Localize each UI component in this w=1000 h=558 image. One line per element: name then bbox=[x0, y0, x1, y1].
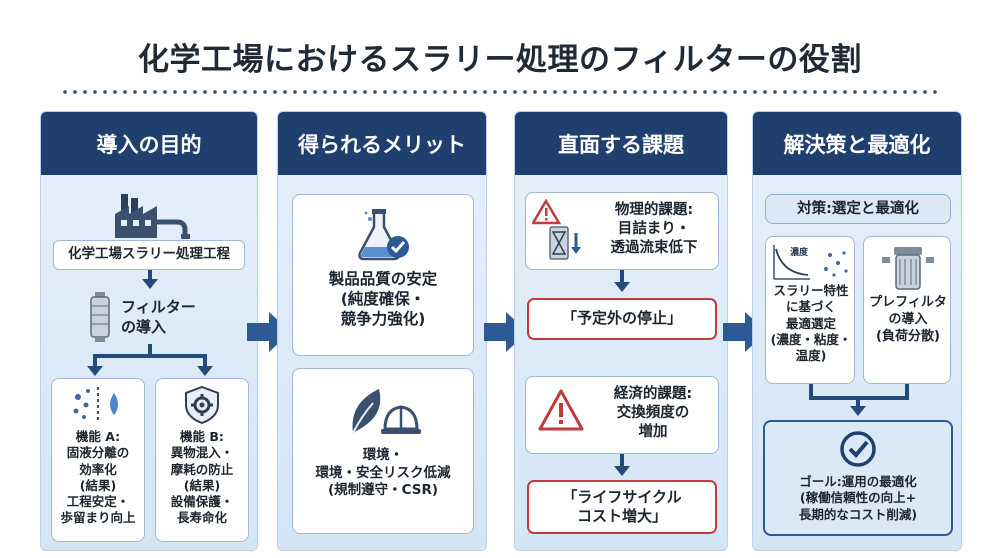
connector bbox=[620, 270, 624, 284]
column-purpose: 導入の目的 化学工場スラリー処理工程 フィルター の導入 bbox=[40, 111, 258, 551]
function-b-card: 機能 B: 異物混入・ 摩耗の防止 (結果) 設備保護・ 長寿命化 bbox=[155, 378, 249, 542]
prefilter-card: プレフィルタ の導入 (負荷分散) bbox=[863, 236, 951, 384]
factory-icon bbox=[115, 194, 190, 239]
connector bbox=[809, 384, 813, 398]
particles-droplet-icon bbox=[73, 387, 118, 421]
down-arrow bbox=[87, 366, 103, 376]
environment-text: 環境・ 環境・安全リスク低減 (規制遵守・CSR) bbox=[315, 447, 451, 499]
down-arrow bbox=[614, 466, 630, 476]
physical-issue-text: 物理的課題: 目詰まり・ 透過流束低下 bbox=[610, 202, 698, 256]
measure-banner: 対策:選定と最適化 bbox=[765, 194, 951, 224]
column-merits: 得られるメリット 製品品質の安定 (純度確保・ 競争力強化) 環境・ 環境・安全… bbox=[277, 111, 487, 551]
column-solution: 解決策と最適化 対策:選定と最適化 濃度 スラリー特性 に基づく 最適選定 (濃… bbox=[752, 111, 962, 551]
selection-card: 濃度 スラリー特性 に基づく 最適選定 (濃度・粘度・ 温度) bbox=[765, 236, 855, 384]
environment-card: 環境・ 環境・安全リスク低減 (規制遵守・CSR) bbox=[292, 368, 474, 534]
check-circle-icon bbox=[840, 431, 876, 467]
down-arrow bbox=[850, 406, 866, 416]
leaf-helmet-icon bbox=[352, 389, 421, 434]
process-card: 化学工場スラリー処理工程 bbox=[53, 240, 245, 270]
shield-gear-icon bbox=[185, 385, 219, 425]
connector bbox=[93, 354, 97, 368]
unplanned-stop-card: 「予定外の停止」 bbox=[527, 298, 717, 340]
warning-filter-icon bbox=[532, 199, 581, 260]
connector bbox=[620, 454, 624, 468]
connector bbox=[905, 384, 909, 398]
column-header-solution: 解決策と最適化 bbox=[753, 112, 961, 175]
graph-label: 濃度 bbox=[790, 248, 809, 258]
selection-text: スラリー特性 に基づく 最適選定 (濃度・粘度・ 温度) bbox=[770, 283, 852, 363]
function-a-text: 機能 A: 固液分離の 効率化 (結果) 工程安定・ 歩留まり向上 bbox=[60, 429, 136, 526]
connector bbox=[148, 270, 152, 280]
lifecycle-cost-card: 「ライフサイクル コスト増大」 bbox=[527, 480, 717, 534]
prefilter-icon bbox=[882, 247, 934, 290]
connector bbox=[203, 354, 207, 368]
page-title: 化学工場におけるスラリー処理のフィルターの役割 bbox=[138, 42, 862, 78]
warning-icon bbox=[538, 389, 584, 431]
connector bbox=[856, 396, 860, 408]
concentration-graph-icon bbox=[773, 245, 848, 280]
quality-card: 製品品質の安定 (純度確保・ 競争力強化) bbox=[292, 194, 474, 356]
column-header-issues: 直面する課題 bbox=[515, 112, 727, 175]
cartridge-filter-icon bbox=[90, 292, 110, 342]
function-a-card: 機能 A: 固液分離の 効率化 (結果) 工程安定・ 歩留まり向上 bbox=[51, 378, 145, 542]
connector bbox=[93, 354, 207, 358]
column-header-purpose: 導入の目的 bbox=[41, 112, 257, 175]
quality-text: 製品品質の安定 (純度確保・ 競争力強化) bbox=[328, 270, 438, 329]
goal-text: ゴール:運用の最適化 (稼働信頼性の向上+ 長期的なコスト削減) bbox=[798, 474, 918, 522]
dotted-divider bbox=[60, 90, 940, 94]
economic-issue-card: 経済的課題: 交換頻度の 増加 bbox=[525, 376, 719, 454]
down-arrow bbox=[142, 279, 158, 289]
down-arrow bbox=[197, 366, 213, 376]
connector bbox=[148, 344, 152, 356]
measure-text: 対策:選定と最適化 bbox=[797, 200, 919, 217]
flask-check-icon bbox=[358, 209, 409, 261]
physical-issue-card: 物理的課題: 目詰まり・ 透過流束低下 bbox=[525, 192, 719, 270]
economic-issue-text: 経済的課題: 交換頻度の 増加 bbox=[613, 386, 693, 440]
column-header-merits: 得られるメリット bbox=[278, 112, 486, 175]
column-issues: 直面する課題 物理的課題: 目詰まり・ 透過流束低下 「予定外の停止」 経済的課… bbox=[514, 111, 728, 551]
function-b-text: 機能 B: 異物混入・ 摩耗の防止 (結果) 設備保護・ 長寿命化 bbox=[170, 429, 234, 526]
prefilter-text: プレフィルタ の導入 (負荷分散) bbox=[869, 295, 947, 344]
process-label: 化学工場スラリー処理工程 bbox=[68, 246, 230, 263]
goal-card: ゴール:運用の最適化 (稼働信頼性の向上+ 長期的なコスト削減) bbox=[763, 420, 953, 536]
lifecycle-cost-text: 「ライフサイクル コスト増大」 bbox=[562, 487, 682, 526]
filter-intro-label: フィルター の導入 bbox=[121, 298, 196, 336]
unplanned-stop-text: 「予定外の停止」 bbox=[561, 309, 682, 328]
down-arrow bbox=[614, 282, 630, 292]
